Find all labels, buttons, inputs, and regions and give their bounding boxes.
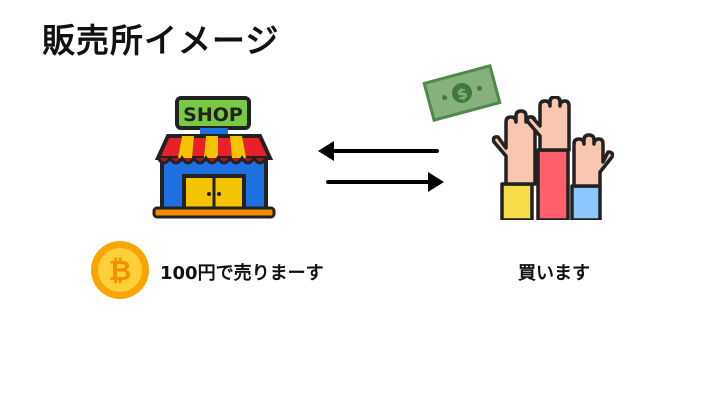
buyer-text: 買います: [518, 263, 590, 284]
bitcoin-coin-icon: ₿: [91, 241, 149, 299]
arrow-left-icon: [318, 141, 439, 161]
bitcoin-symbol: ₿: [109, 254, 132, 287]
shop-sign-text: SHOP: [183, 104, 243, 126]
raised-hands-icon: [491, 96, 614, 220]
seller-text: 100円で売りまーす: [160, 263, 324, 284]
arrow-right-icon: [326, 172, 444, 192]
money-symbol: $: [455, 84, 470, 104]
page-title: 販売所イメージ: [42, 21, 280, 60]
shop-icon: SHOP: [152, 96, 276, 219]
exchange-arrows: [318, 141, 444, 192]
money-bill-icon: $: [422, 64, 502, 122]
